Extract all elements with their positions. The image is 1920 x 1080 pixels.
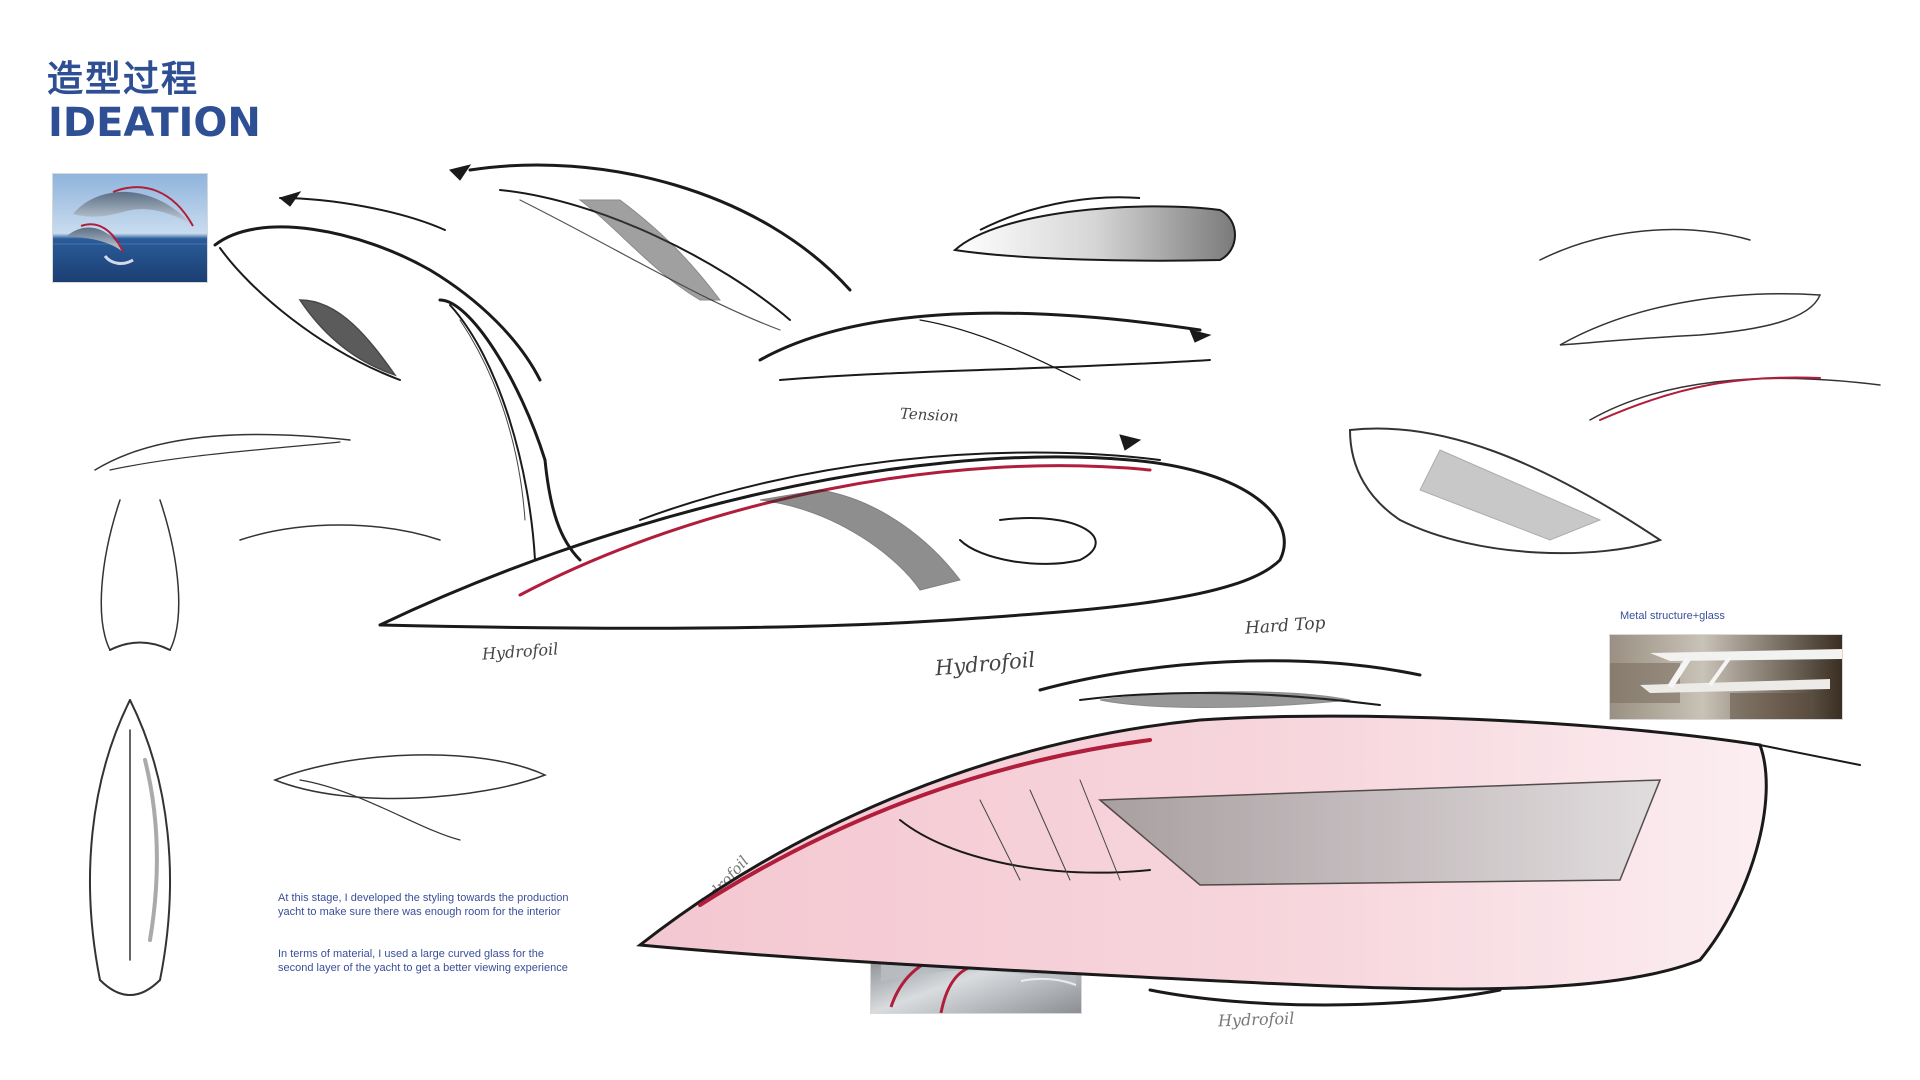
design-note-material: In terms of material, I used a large cur…	[278, 948, 568, 974]
hydrofoil-label-2: Hydrofoil	[934, 647, 1037, 681]
small-side-sketches	[94, 433, 547, 841]
upper-hull-sketch	[449, 163, 852, 331]
page-title-en: IDEATION	[48, 100, 261, 146]
hydrofoil-label-1: Hydrofoil	[481, 639, 559, 664]
mid-hull-sketch	[758, 311, 1212, 381]
hydrofoil-label-4: Hydrofoil	[1217, 1008, 1295, 1031]
page-title-cn: 造型过程	[47, 59, 200, 100]
hydrofoil-label-3: Hydrofoil	[691, 852, 753, 918]
right-thumbnail-sketches	[1348, 228, 1881, 555]
curved-glass-photo	[870, 936, 1082, 1014]
whale-tail-sketch	[213, 191, 582, 562]
front-view-sketches	[89, 499, 180, 996]
capsule-sketch	[952, 196, 1236, 262]
dolphin-reference-photo	[52, 173, 208, 283]
hard-top-label: Hard Top	[1244, 613, 1327, 639]
metal-structure-photo	[1609, 634, 1843, 720]
main-yacht-sketch	[378, 434, 1286, 630]
tension-label: Tension	[899, 404, 960, 426]
metal-structure-label: Metal structure+glass	[1620, 610, 1725, 622]
design-note-styling: At this stage, I developed the styling t…	[278, 892, 569, 918]
